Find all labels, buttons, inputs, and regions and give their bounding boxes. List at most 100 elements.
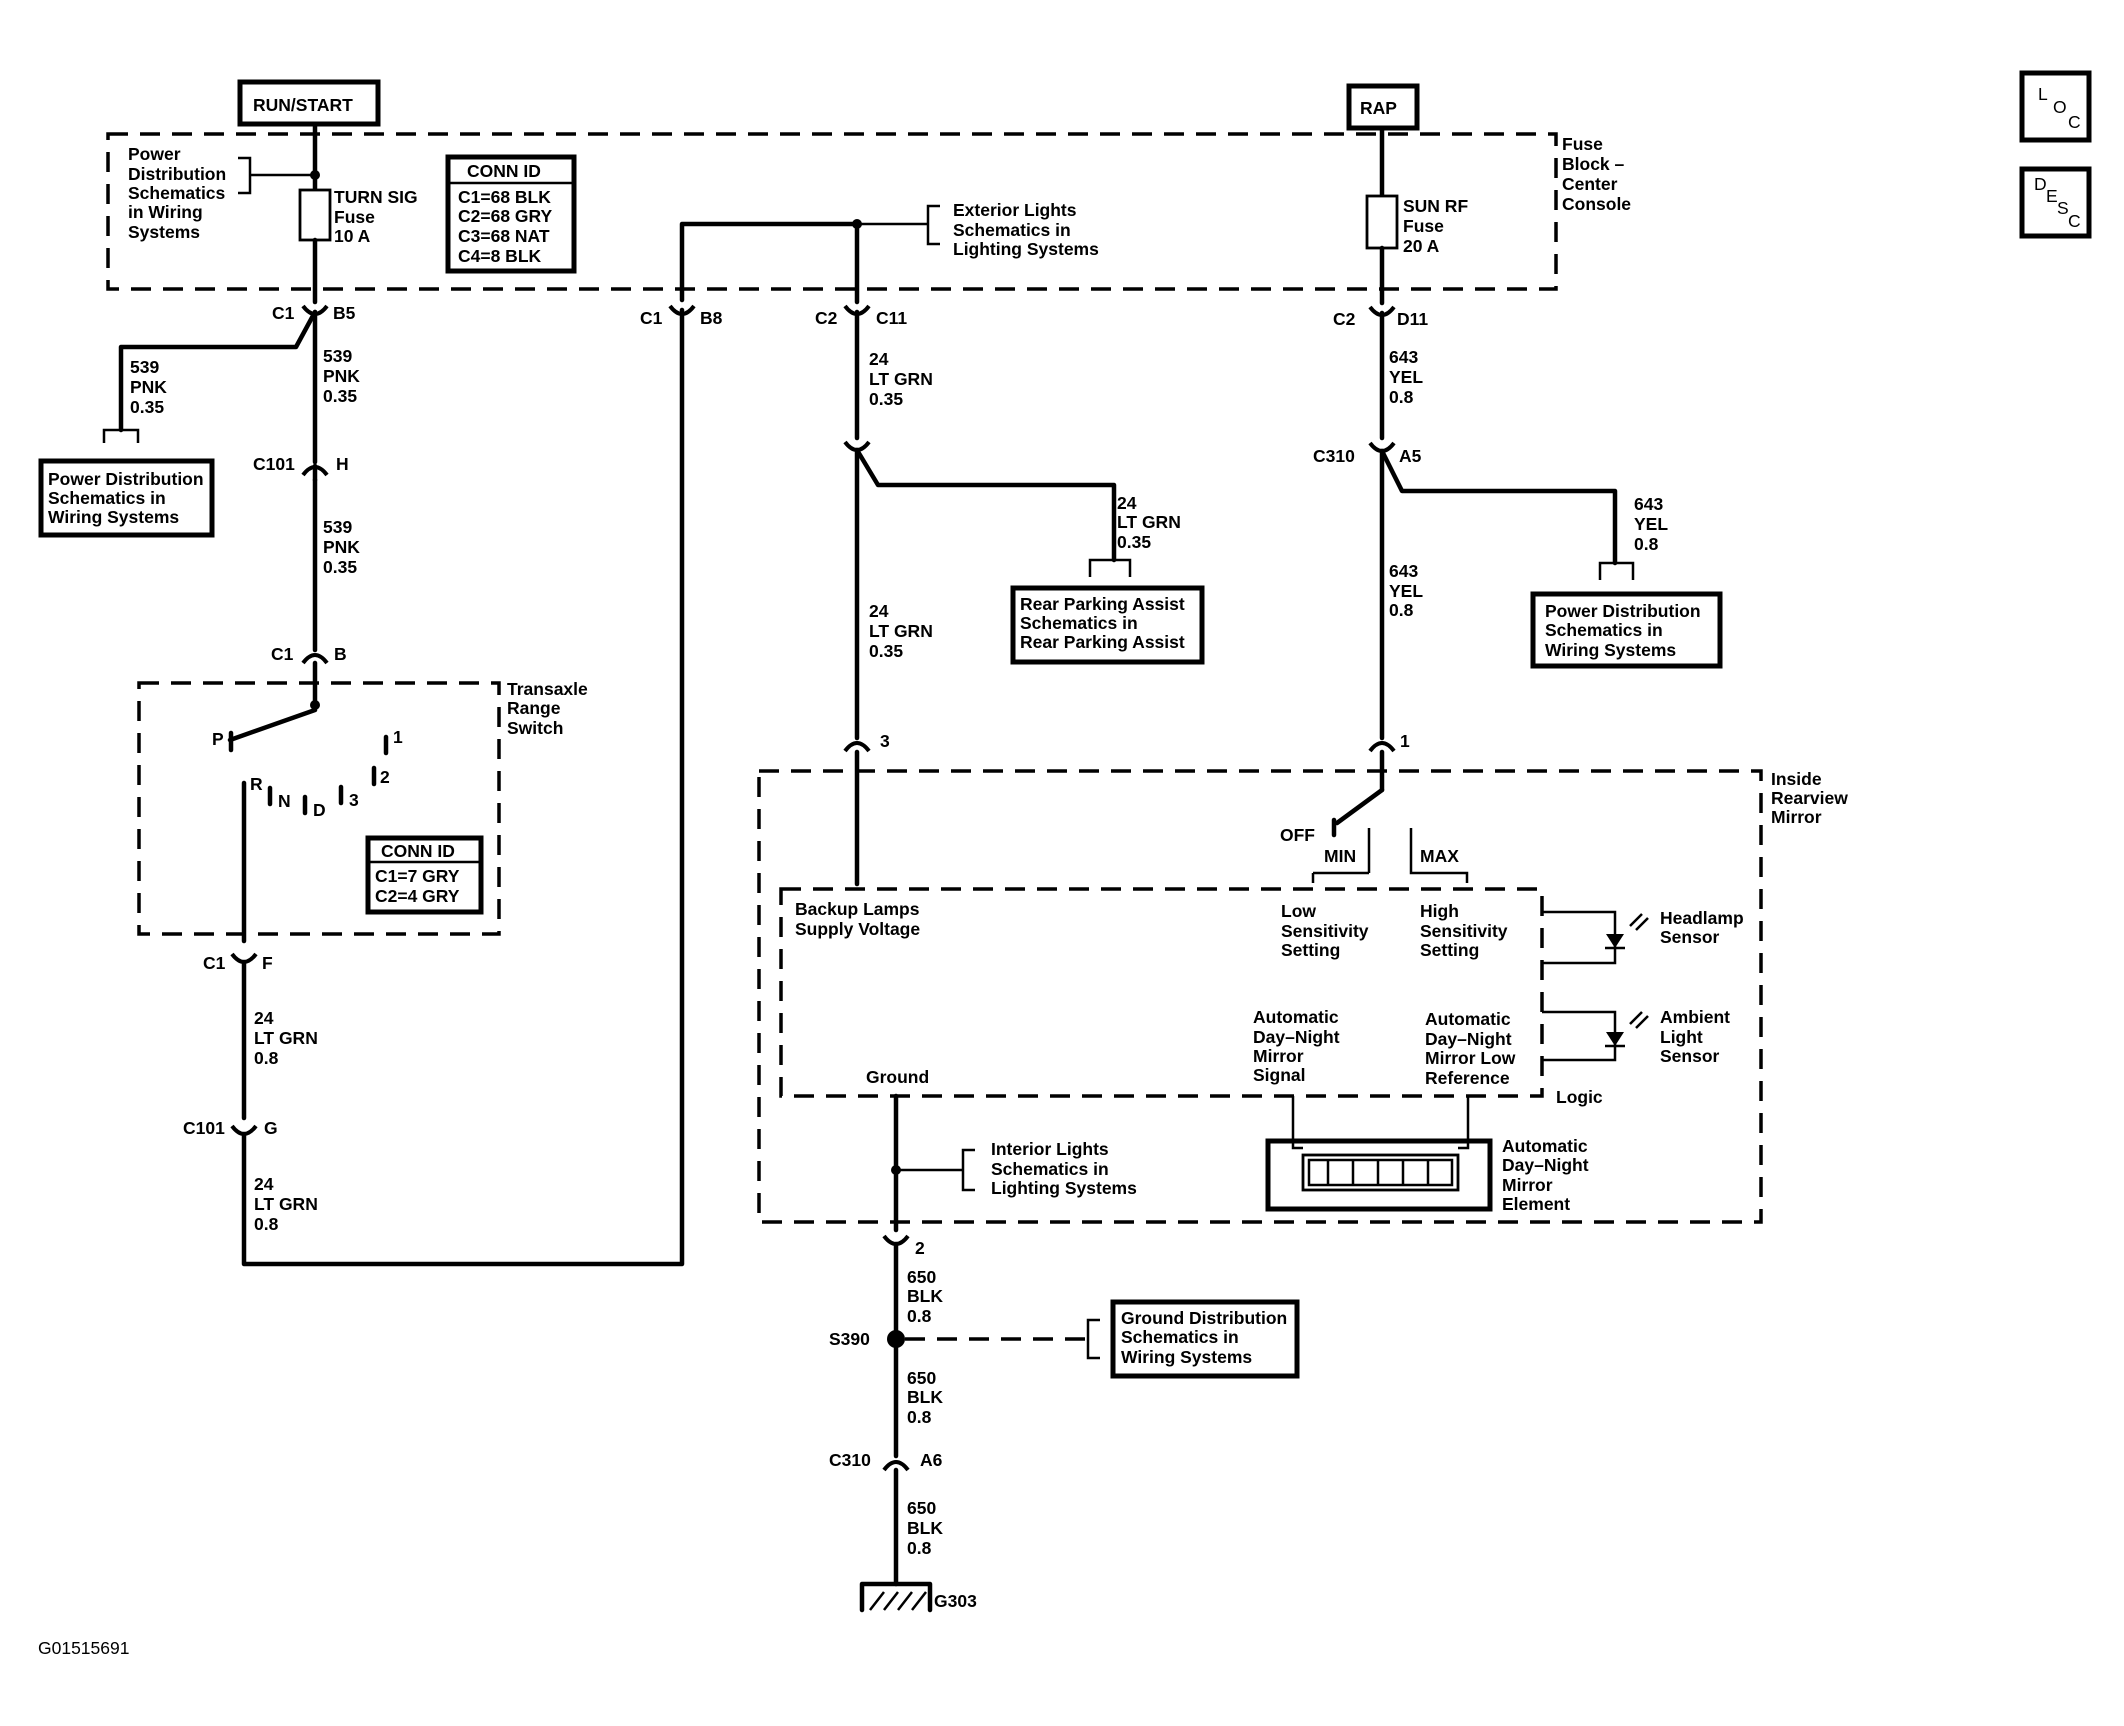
svg-text:Distribution: Distribution (128, 164, 226, 184)
svg-text:Range: Range (507, 698, 561, 718)
svg-text:YEL: YEL (1389, 581, 1423, 601)
splice-s390: S390 (829, 1318, 1100, 1360)
svg-text:Automatic: Automatic (1253, 1007, 1339, 1027)
svg-text:650: 650 (907, 1498, 936, 1518)
svg-text:0.8: 0.8 (907, 1538, 932, 1558)
svg-text:Transaxle: Transaxle (507, 679, 588, 699)
power-distribution-ref-right: Power Distribution Schematics in Wiring … (1530, 591, 1723, 669)
svg-text:B: B (334, 644, 347, 664)
adn-mirror-low-ref-label: Automatic Day–Night Mirror Low Reference (1425, 1009, 1516, 1088)
svg-text:Interior Lights: Interior Lights (991, 1139, 1109, 1159)
svg-text:0.8: 0.8 (254, 1214, 279, 1234)
wire-24-ltgrn-label-d: 24 LT GRN 0.8 (254, 1008, 318, 1068)
svg-text:Automatic: Automatic (1425, 1009, 1511, 1029)
svg-text:539: 539 (323, 517, 352, 537)
svg-text:Schematics in: Schematics in (991, 1159, 1109, 1179)
wire-24-ltgrn-branch-label: 24 LT GRN 0.35 (1117, 493, 1181, 552)
svg-text:S: S (2057, 198, 2069, 218)
svg-text:2: 2 (915, 1238, 925, 1258)
svg-text:Rearview: Rearview (1771, 788, 1848, 808)
svg-text:C: C (2068, 211, 2081, 231)
svg-text:Day–Night: Day–Night (1502, 1155, 1589, 1175)
conn-id-table-fuseblock: CONN ID C1=68 BLK C2=68 GRY C3=68 NAT C4… (445, 154, 577, 274)
svg-text:Mirror: Mirror (1502, 1175, 1553, 1195)
svg-text:24: 24 (1117, 493, 1137, 513)
svg-text:Reference: Reference (1425, 1068, 1510, 1088)
svg-text:Supply Voltage: Supply Voltage (795, 919, 920, 939)
svg-text:24: 24 (254, 1008, 274, 1028)
svg-text:Setting: Setting (1281, 940, 1340, 960)
svg-text:0.35: 0.35 (323, 386, 357, 406)
svg-text:S390: S390 (829, 1329, 870, 1349)
svg-text:3: 3 (880, 731, 890, 751)
svg-text:E: E (2046, 186, 2058, 206)
svg-text:Wiring Systems: Wiring Systems (1545, 640, 1676, 660)
svg-text:Sensitivity: Sensitivity (1420, 921, 1508, 941)
svg-text:Light: Light (1660, 1027, 1703, 1047)
ground-label: Ground (866, 1067, 929, 1087)
switch-off-label: OFF (1280, 825, 1315, 845)
connector-pin-3: 3 (843, 731, 890, 753)
svg-text:C2: C2 (1333, 309, 1356, 329)
svg-text:C1: C1 (640, 308, 663, 328)
svg-text:0.35: 0.35 (869, 389, 903, 409)
svg-text:Ambient: Ambient (1660, 1007, 1730, 1027)
svg-text:Sensitivity: Sensitivity (1281, 921, 1369, 941)
svg-text:0.35: 0.35 (869, 641, 903, 661)
svg-text:D: D (313, 800, 326, 820)
svg-text:0.35: 0.35 (130, 397, 164, 417)
svg-text:F: F (262, 953, 273, 973)
logic-label: Logic (1556, 1087, 1603, 1107)
svg-text:0.35: 0.35 (1117, 532, 1151, 552)
wire-539-pnk-label-1: 539 PNK 0.35 (323, 346, 360, 406)
svg-text:Exterior Lights: Exterior Lights (953, 200, 1077, 220)
svg-text:BLK: BLK (907, 1387, 943, 1407)
svg-text:R: R (250, 774, 263, 794)
svg-text:24: 24 (254, 1174, 274, 1194)
svg-text:Power Distribution: Power Distribution (1545, 601, 1701, 621)
svg-text:Center: Center (1562, 174, 1618, 194)
svg-text:Low: Low (1281, 901, 1316, 921)
svg-text:C101: C101 (253, 454, 295, 474)
svg-text:1: 1 (1400, 731, 1410, 751)
high-sensitivity-label: High Sensitivity Setting (1420, 901, 1508, 960)
svg-text:Lighting Systems: Lighting Systems (991, 1178, 1137, 1198)
backup-lamps-supply-label: Backup Lamps Supply Voltage (795, 899, 920, 939)
run-start-label: RUN/START (253, 95, 353, 115)
power-distribution-ref-top: Power Distribution Schematics in Wiring … (128, 144, 315, 242)
svg-text:C1=7 GRY: C1=7 GRY (375, 866, 460, 886)
svg-text:10 A: 10 A (334, 226, 371, 246)
svg-text:YEL: YEL (1634, 514, 1668, 534)
svg-text:Automatic: Automatic (1502, 1136, 1588, 1156)
connector-c310-a5: C310 A5 (1313, 441, 1422, 466)
connector-c101-h: C101 H (253, 454, 349, 483)
loc-button[interactable]: L O C (2019, 70, 2092, 143)
svg-text:Setting: Setting (1420, 940, 1479, 960)
svg-text:C1: C1 (271, 644, 294, 664)
svg-text:C310: C310 (1313, 446, 1355, 466)
svg-text:Schematics in: Schematics in (1121, 1327, 1239, 1347)
svg-text:LT GRN: LT GRN (1117, 512, 1181, 532)
svg-text:Lighting Systems: Lighting Systems (953, 239, 1099, 259)
svg-text:0.8: 0.8 (1389, 600, 1414, 620)
transaxle-switch-outline (137, 681, 501, 936)
svg-text:P: P (212, 729, 224, 749)
svg-text:1: 1 (393, 727, 403, 747)
svg-text:Wiring Systems: Wiring Systems (48, 507, 179, 527)
svg-text:A5: A5 (1399, 446, 1422, 466)
svg-text:539: 539 (130, 357, 159, 377)
svg-text:Element: Element (1502, 1194, 1570, 1214)
svg-text:650: 650 (907, 1368, 936, 1388)
svg-text:Schematics in: Schematics in (953, 220, 1071, 240)
fuse-block-outline (106, 132, 1558, 291)
svg-text:Rear Parking Assist: Rear Parking Assist (1020, 632, 1185, 652)
svg-text:Fuse: Fuse (1562, 134, 1603, 154)
svg-text:0.8: 0.8 (254, 1048, 279, 1068)
adn-mirror-signal-label: Automatic Day–Night Mirror Signal (1253, 1007, 1340, 1085)
desc-button[interactable]: D E S C (2019, 166, 2092, 239)
svg-text:D: D (2034, 174, 2047, 194)
svg-text:H: H (336, 454, 349, 474)
svg-text:C101: C101 (183, 1118, 225, 1138)
connector-c310-a6: C310 A6 (829, 1450, 943, 1472)
